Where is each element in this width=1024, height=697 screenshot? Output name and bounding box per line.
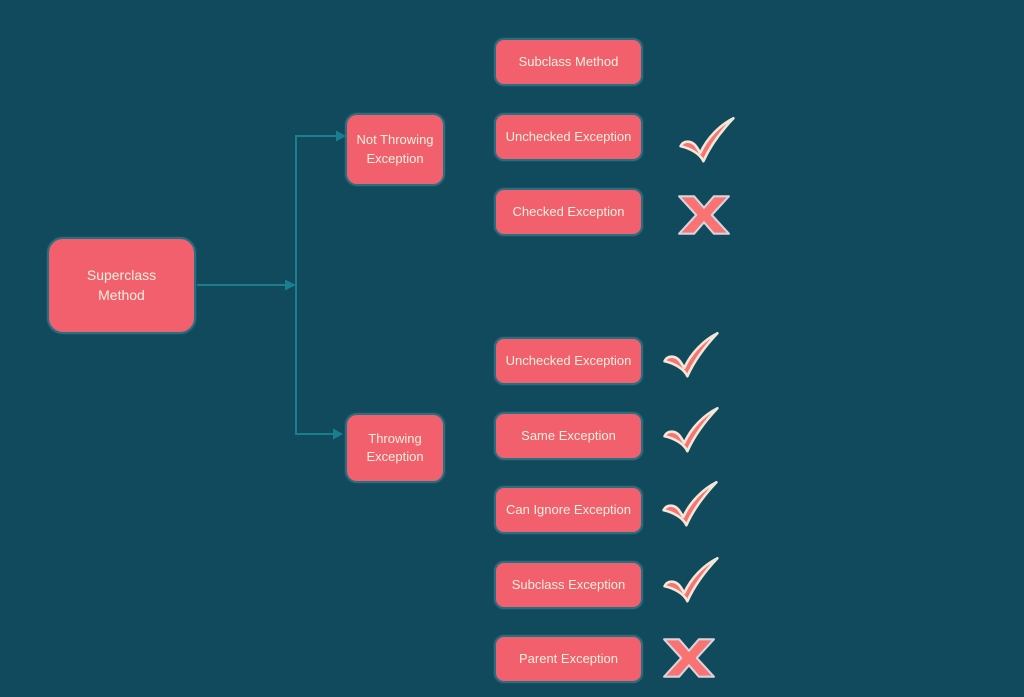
node-checked-exception: Checked Exception	[494, 188, 643, 236]
check-icon	[663, 556, 719, 603]
node-label: Unchecked Exception	[505, 128, 632, 144]
check-icon	[663, 406, 719, 453]
node-label: Throwing Exception	[366, 430, 424, 464]
node-throwing-exception: Throwing Exception	[345, 413, 445, 483]
node-label: Checked Exception	[512, 203, 625, 219]
check-icon	[662, 480, 718, 527]
node-unchecked-exception-bottom: Unchecked Exception	[494, 337, 643, 385]
node-unchecked-exception-top: Unchecked Exception	[494, 113, 643, 161]
node-subclass-method: Subclass Method	[494, 38, 643, 86]
node-label: Not Throwing Exception	[356, 132, 434, 166]
node-same-exception: Same Exception	[494, 412, 643, 460]
node-can-ignore-exception: Can Ignore Exception	[494, 486, 643, 534]
node-not-throwing-exception: Not Throwing Exception	[345, 113, 445, 186]
node-label: Unchecked Exception	[505, 352, 632, 368]
node-label: Same Exception	[521, 427, 616, 443]
arrowhead-root	[285, 279, 296, 291]
cross-icon	[678, 195, 730, 235]
node-label: Subclass Exception	[511, 576, 626, 592]
check-icon	[663, 331, 719, 378]
node-superclass-method: Superclass Method	[47, 237, 196, 334]
node-label: Can Ignore Exception	[505, 501, 632, 517]
cross-icon	[663, 638, 715, 678]
node-label: Subclass Method	[518, 53, 619, 69]
connector-branch-rail	[295, 135, 337, 435]
check-icon	[679, 116, 735, 163]
node-label: Superclass Method	[86, 266, 157, 303]
node-subclass-exception: Subclass Exception	[494, 561, 643, 609]
node-label: Parent Exception	[518, 650, 618, 666]
arrowhead-throwing	[333, 428, 343, 440]
node-parent-exception: Parent Exception	[494, 635, 643, 683]
